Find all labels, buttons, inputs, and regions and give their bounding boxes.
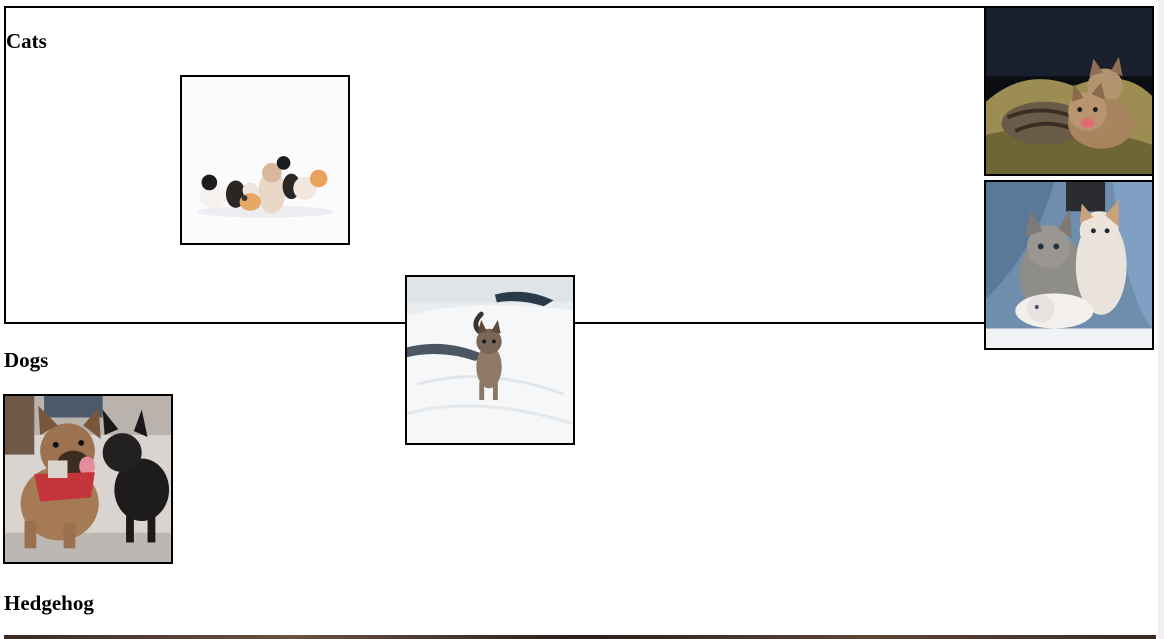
cat-photo-kittens-on-blanket[interactable] xyxy=(984,6,1154,176)
dogs-heading: Dogs xyxy=(4,348,49,372)
scrollbar[interactable] xyxy=(1158,0,1164,639)
cat-photo-kitten-on-bed[interactable] xyxy=(405,275,575,445)
kittens-group-image xyxy=(182,77,348,243)
kitten-on-bed-image xyxy=(407,277,573,443)
kittens-on-jeans-image xyxy=(986,182,1152,348)
cats-heading: Cats xyxy=(6,29,47,53)
hedgehog-heading: Hedgehog xyxy=(4,591,94,615)
cat-photo-kittens-on-jeans[interactable] xyxy=(984,180,1154,350)
cat-photo-kittens-group[interactable] xyxy=(180,75,350,245)
french-bulldogs-image xyxy=(5,396,171,562)
kittens-on-blanket-image xyxy=(986,8,1152,174)
dog-photo-french-bulldogs[interactable] xyxy=(3,394,173,564)
cats-section-box xyxy=(4,6,1154,324)
hedgehog-photo-cropped[interactable] xyxy=(4,635,1156,639)
